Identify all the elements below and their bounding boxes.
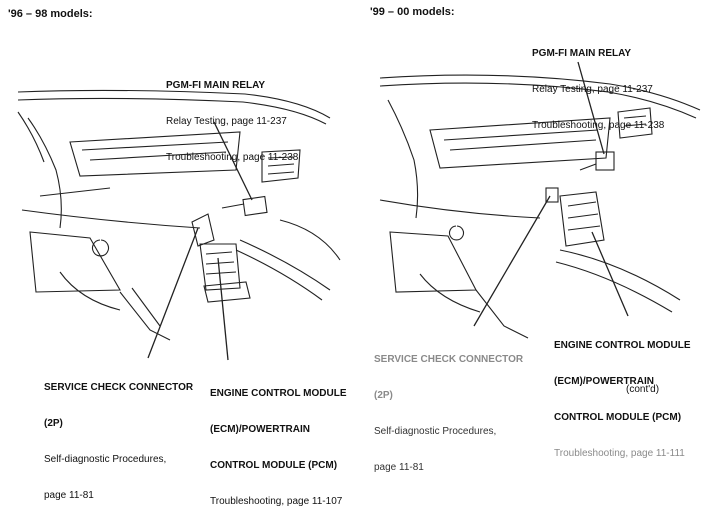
left-service-connector-title: SERVICE CHECK CONNECTOR [44,382,194,393]
right-relay-troubleshooting: Troubleshooting, page 11-238 [532,120,665,131]
left-ecm-troubleshooting: Troubleshooting, page 11-107 [210,496,343,507]
right-relay-callout: PGM-FI MAIN RELAY Relay Testing, page 11… [532,24,664,144]
left-ecm-callout: ENGINE CONTROL MODULE (ECM)/POWERTRAIN C… [210,364,346,520]
right-service-connector-title: SERVICE CHECK CONNECTOR [374,354,524,365]
left-relay-title: PGM-FI MAIN RELAY [166,80,266,91]
right-service-connector-callout: SERVICE CHECK CONNECTOR (2P) Self-diagno… [374,330,523,486]
right-ecm-title-2: (ECM)/POWERTRAIN [554,376,654,387]
continued-note: (cont'd) [626,384,660,395]
right-ecm-callout: ENGINE CONTROL MODULE (ECM)/POWERTRAIN C… [554,316,690,472]
dashboard-illustrations [17,61,701,361]
left-relay-testing: Relay Testing, page 11-237 [166,116,287,127]
right-service-connector-procedures: Self-diagnostic Procedures, [374,426,497,437]
right-relay-title: PGM-FI MAIN RELAY [532,48,632,59]
left-ecm-title-3: CONTROL MODULE (PCM) [210,460,338,471]
right-service-connector-page: page 11-81 [374,462,424,473]
left-relay-callout: PGM-FI MAIN RELAY Relay Testing, page 11… [166,56,298,176]
left-service-connector-procedures: Self-diagnostic Procedures, [44,454,167,465]
right-service-connector-subtitle: (2P) [374,390,393,401]
right-ecm-title-1: ENGINE CONTROL MODULE [554,340,691,351]
left-service-connector-callout: SERVICE CHECK CONNECTOR (2P) Self-diagno… [44,358,193,514]
right-relay-testing: Relay Testing, page 11-237 [532,84,653,95]
left-service-connector-page: page 11-81 [44,490,94,501]
left-service-connector-subtitle: (2P) [44,418,63,429]
left-dashboard-drawing [17,89,341,341]
left-ecm-title-1: ENGINE CONTROL MODULE [210,388,347,399]
right-ecm-title-3: CONTROL MODULE (PCM) [554,412,682,423]
right-dashboard-drawing [379,74,701,339]
right-ecm-troubleshooting: Troubleshooting, page 11-111 [554,448,685,459]
left-ecm-title-2: (ECM)/POWERTRAIN [210,424,310,435]
right-panel-header: '99 – 00 models: [370,6,455,18]
left-relay-troubleshooting: Troubleshooting, page 11-238 [166,152,299,163]
left-panel-header: '96 – 98 models: [8,8,93,20]
